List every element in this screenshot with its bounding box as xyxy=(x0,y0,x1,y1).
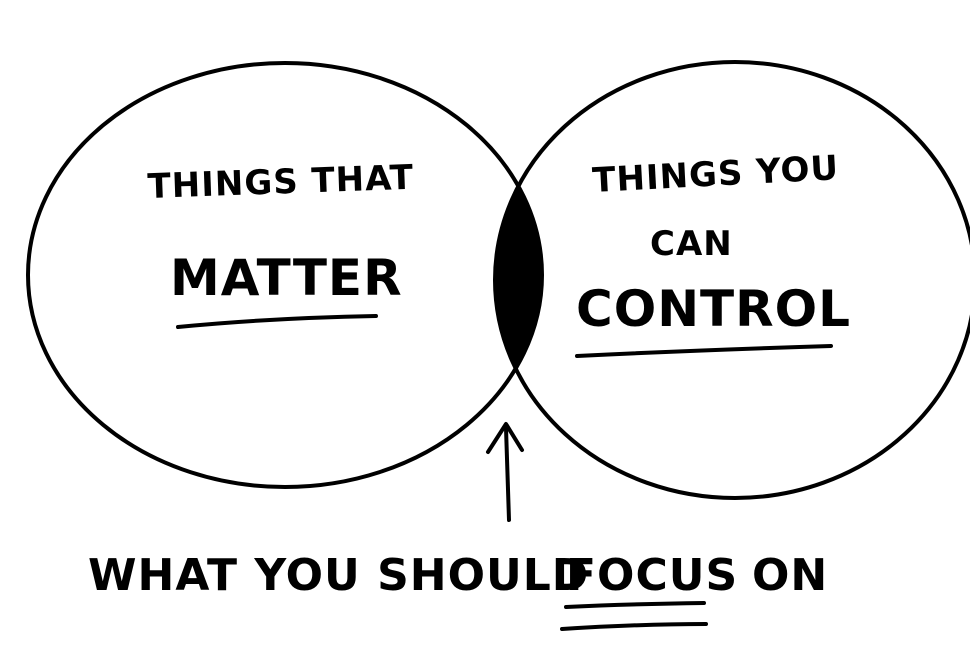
left-circle xyxy=(26,61,544,489)
right-circle xyxy=(493,60,970,500)
right-circle-line2: CAN xyxy=(650,224,733,264)
left-label-underline xyxy=(176,314,378,329)
caption-emphasis: FOCUS xyxy=(566,550,738,601)
right-circle-line3: CONTROL xyxy=(576,280,851,338)
right-label-underline xyxy=(575,344,833,358)
caption-prefix: WHAT YOU SHOULD xyxy=(88,550,589,601)
caption-underline-top xyxy=(564,601,706,609)
caption-suffix: ON xyxy=(752,550,828,601)
left-circle-line1: THINGS THAT xyxy=(147,158,415,207)
left-circle-line2: MATTER xyxy=(170,249,403,307)
arrow-up-icon xyxy=(486,422,524,522)
caption-underline-bottom xyxy=(560,622,708,631)
right-circle-line1: THINGS YOU xyxy=(591,148,840,201)
